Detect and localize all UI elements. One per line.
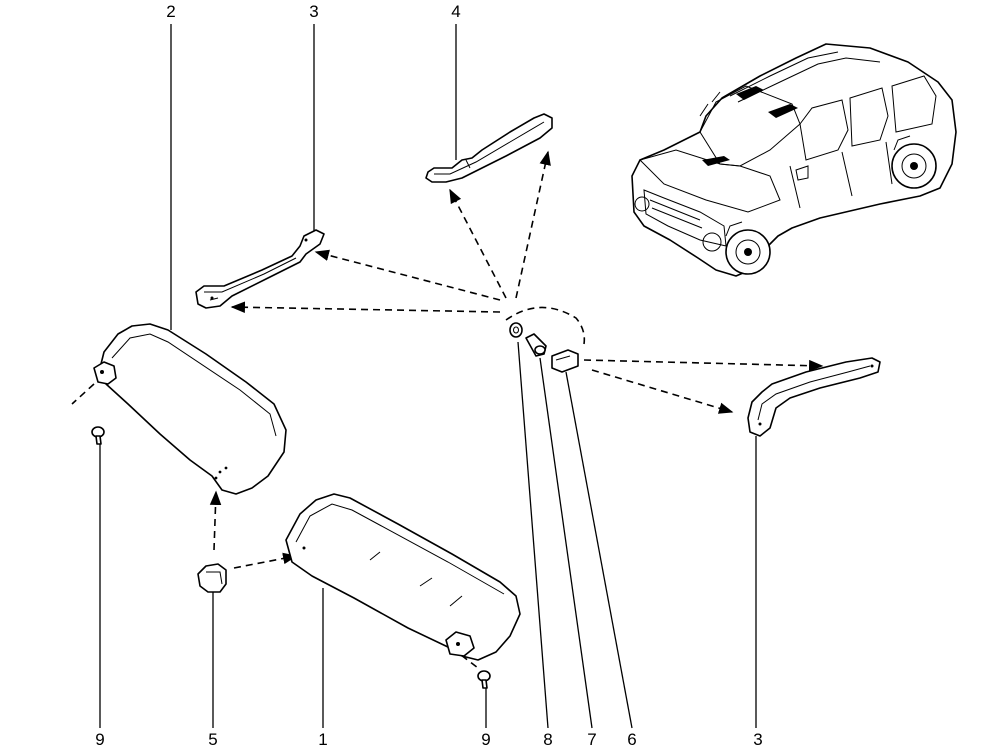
- leader-6: [565, 371, 633, 729]
- visor-clip-5: [197, 563, 227, 593]
- grab-handle-3-right: [747, 357, 881, 437]
- arrow-to-handle-3-start: [230, 301, 501, 314]
- callout-2: 2: [166, 2, 175, 21]
- callout-labels: 2 3 4 9 5 1 9 8 7 6 3: [95, 2, 762, 749]
- arrow-to-handle-4-right: [515, 150, 551, 299]
- arrow-to-handle-3b-end: [583, 359, 824, 372]
- leader-7: [539, 357, 593, 729]
- sun-visor-2: [93, 323, 287, 495]
- grab-handle-4: [425, 113, 553, 183]
- screw-9-right: [477, 670, 491, 689]
- callout-3-top: 3: [309, 2, 318, 21]
- fastener-group-arc: [505, 306, 586, 345]
- vehicle-illustration: [631, 43, 957, 277]
- leader-8: [517, 341, 549, 729]
- leader-lines: [99, 24, 757, 729]
- grab-handle-3-top: [195, 229, 325, 309]
- arrow-clip-to-visor-2: [209, 490, 222, 551]
- dash-visor-2-screw: [71, 383, 95, 405]
- cap-6: [551, 349, 579, 373]
- screw-9-left: [91, 426, 105, 445]
- arrow-clip-to-visor-1: [233, 552, 298, 569]
- arrow-to-handle-3b-start: [591, 369, 734, 414]
- arrow-to-handle-3-end: [314, 249, 501, 301]
- callout-6: 6: [627, 730, 636, 749]
- washer-8: [509, 322, 523, 338]
- callout-1: 1: [318, 730, 327, 749]
- callout-5: 5: [208, 730, 217, 749]
- callout-4: 4: [451, 2, 460, 21]
- callout-3-bottom: 3: [753, 730, 762, 749]
- callout-9-left: 9: [95, 730, 104, 749]
- callout-8: 8: [543, 730, 552, 749]
- callout-9-right: 9: [481, 730, 490, 749]
- bolt-7: [525, 333, 547, 357]
- callout-7: 7: [587, 730, 596, 749]
- sun-visor-1: [285, 493, 521, 661]
- assembly-arrows: [71, 150, 824, 669]
- arrow-to-handle-4-left: [449, 188, 507, 299]
